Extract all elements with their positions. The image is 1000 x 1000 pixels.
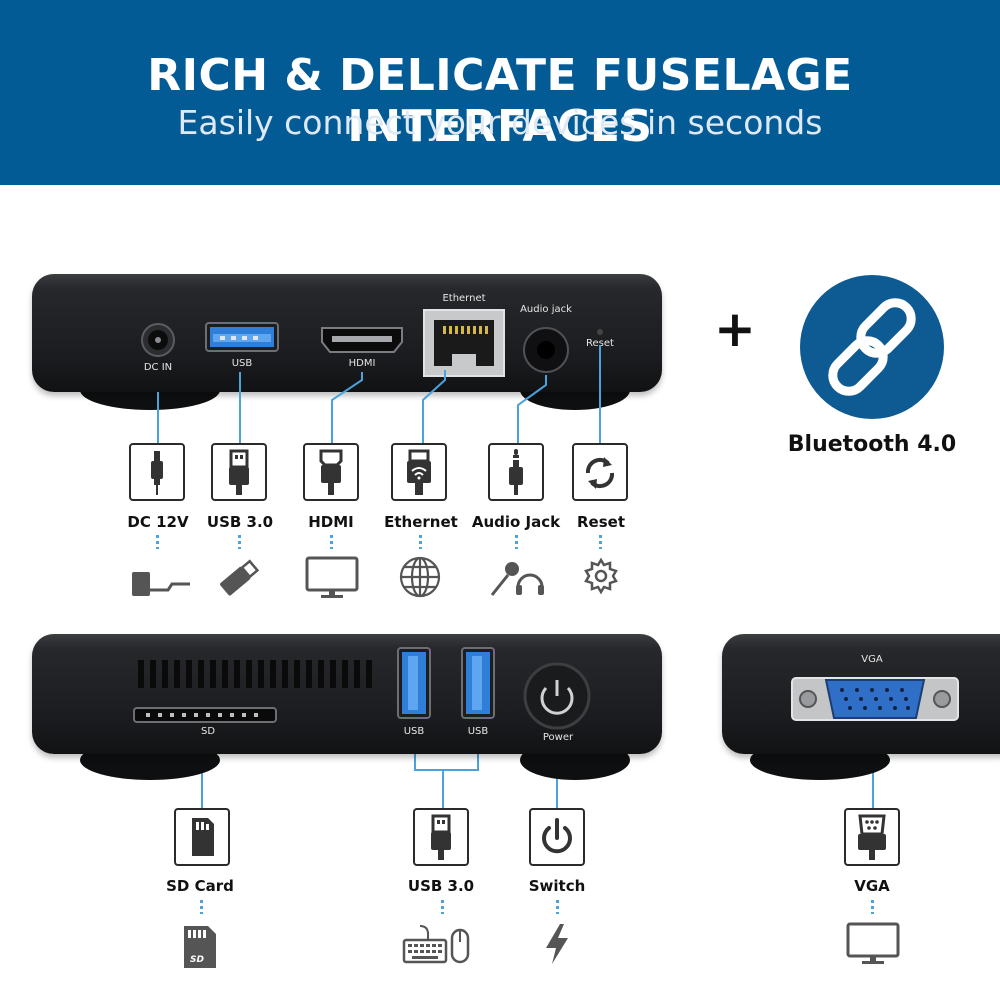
sd-card-icon: SD — [184, 926, 216, 968]
label-audio-jack: Audio Jack — [471, 513, 561, 531]
usb-flash-drive-icon — [220, 559, 260, 596]
port-label-reset: Reset — [586, 338, 614, 349]
label-bluetooth: Bluetooth 4.0 — [787, 432, 957, 457]
monitor-icon — [305, 556, 359, 598]
port-label-usb: USB — [231, 358, 253, 369]
settings-gear-icon — [584, 557, 618, 595]
usb-plug-icon — [211, 443, 267, 501]
dotted-connector — [200, 900, 203, 914]
port-label-usb-left: USB — [403, 726, 425, 737]
label-usb-3: USB 3.0 — [206, 513, 274, 531]
mini-pc-front-panel: SD USB USB Power — [32, 634, 662, 754]
sd-card-icon — [174, 808, 230, 866]
port-label-audio-jack: Audio jack — [520, 304, 572, 315]
keyboard-mouse-icon — [402, 925, 470, 964]
hdmi-plug-icon — [303, 443, 359, 501]
dotted-connector — [556, 900, 559, 914]
dotted-connector — [515, 535, 518, 549]
header-banner: RICH & DELICATE FUSELAGE INTERFACES Easi… — [0, 0, 1000, 185]
port-label-sd: SD — [200, 726, 216, 737]
mini-pc-side-panel: VGA — [722, 634, 1000, 754]
port-label-power: Power — [542, 732, 574, 743]
dotted-connector — [599, 535, 602, 549]
port-label-ethernet: Ethernet — [442, 293, 486, 304]
microphone-headphones-icon — [490, 562, 544, 596]
label-ethernet: Ethernet — [384, 513, 458, 531]
banner-title: RICH & DELICATE FUSELAGE INTERFACES — [147, 50, 853, 152]
ethernet-plug-icon — [391, 443, 447, 501]
dotted-connector — [419, 535, 422, 549]
plus-sign: + — [714, 300, 756, 358]
label-hdmi: HDMI — [308, 513, 354, 531]
port-label-hdmi: HDMI — [348, 358, 376, 369]
bluetooth-badge — [800, 275, 944, 419]
label-dc-12v: DC 12V — [127, 513, 189, 531]
dotted-connector — [330, 535, 333, 549]
mini-pc-rear-panel: DC IN USB HDMI Ethernet Audio jack Reset — [32, 274, 662, 392]
monitor-icon — [846, 922, 900, 964]
dotted-connector — [156, 535, 159, 549]
dotted-connector — [441, 900, 444, 914]
vga-plug-icon — [844, 808, 900, 866]
svg-text:SD: SD — [190, 955, 204, 965]
label-switch: Switch — [528, 877, 586, 895]
audio-plug-icon — [488, 443, 544, 501]
dc-plug-icon — [129, 443, 185, 501]
banner-subtitle: Easily connect your devices in seconds — [177, 103, 823, 142]
vga-port-illustration — [791, 677, 959, 721]
dotted-connector — [871, 900, 874, 914]
port-label-dc-in: DC IN — [143, 362, 173, 373]
rear-ports-illustration — [141, 309, 603, 377]
front-ports-illustration — [133, 647, 591, 730]
dotted-connector — [238, 535, 241, 549]
port-label-usb-right: USB — [467, 726, 489, 737]
link-chain-icon — [828, 298, 916, 396]
usb-plug-icon — [413, 808, 469, 866]
globe-icon — [399, 556, 441, 598]
reset-arrows-icon — [572, 443, 628, 501]
power-adapter-icon — [132, 572, 190, 596]
label-usb-3-front: USB 3.0 — [407, 877, 475, 895]
label-reset: Reset — [577, 513, 625, 531]
label-vga: VGA — [854, 877, 890, 895]
label-sd-card: SD Card — [166, 877, 234, 895]
port-label-vga: VGA — [861, 654, 883, 665]
power-button-icon — [529, 808, 585, 866]
lightning-icon — [546, 924, 568, 964]
